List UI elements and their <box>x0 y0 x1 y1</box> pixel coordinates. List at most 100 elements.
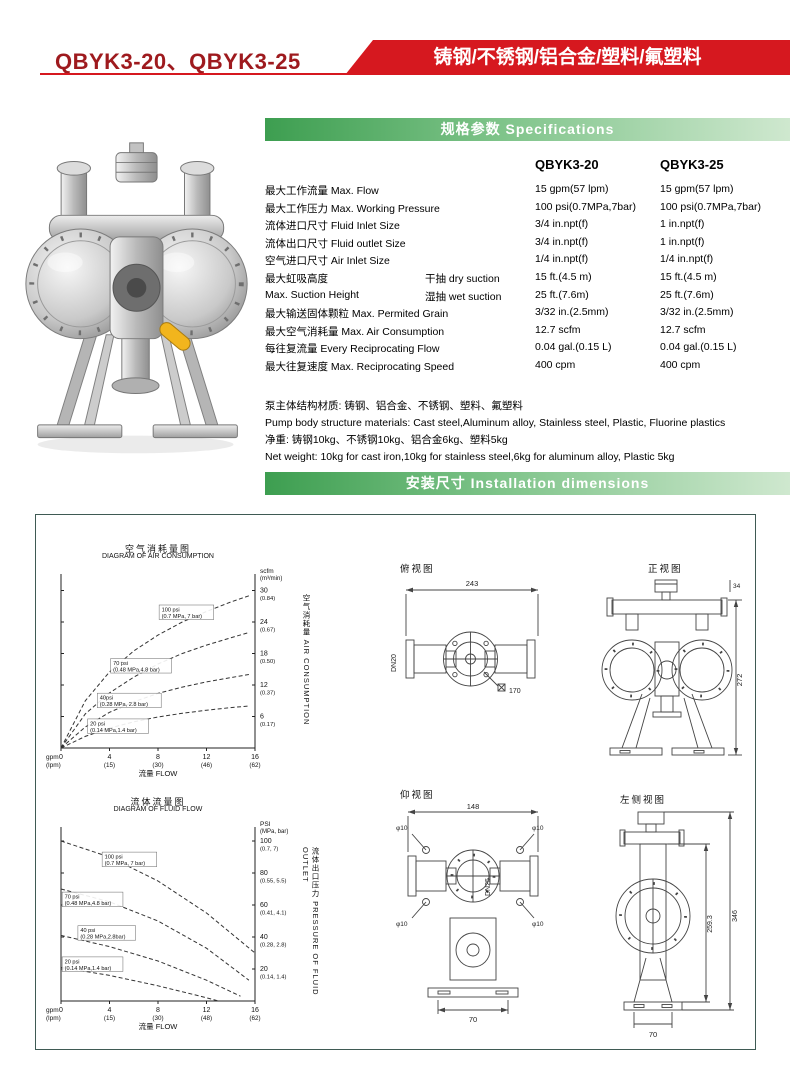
spec-label: 最大空气消耗量 Max. Air Consumption <box>265 325 445 338</box>
svg-text:0: 0 <box>59 754 63 761</box>
spec-label: 流体进口尺寸 Fluid Inlet Size <box>265 220 400 233</box>
spec-value-1: 12.7 scfm <box>535 323 581 336</box>
svg-text:40: 40 <box>260 934 268 941</box>
dim-label: 148 <box>467 802 480 811</box>
note-line: 泵主体结构材质: 铸钢、铝合金、不锈钢、塑料、氟塑料 <box>265 400 523 412</box>
bottom-view-label: 仰视图 <box>400 790 435 801</box>
spec-value-1: 1/4 in.npt(f) <box>535 253 589 266</box>
note-line: Pump body structure materials: Cast stee… <box>265 417 726 429</box>
svg-text:(0.28 MPa, 2.8 bar): (0.28 MPa, 2.8 bar) <box>100 702 148 708</box>
svg-text:4: 4 <box>108 1007 112 1014</box>
spec-label: 空气进口尺寸 Air Inlet Size <box>265 255 390 268</box>
front-view-label: 正视图 <box>648 564 683 575</box>
pump-muffler <box>115 142 158 183</box>
spec-value-2: 0.04 gal.(0.15 L) <box>660 341 737 354</box>
svg-text:(62): (62) <box>249 1015 260 1022</box>
pump-shadow <box>37 435 234 454</box>
svg-text:(15): (15) <box>104 1015 115 1022</box>
svg-text:24: 24 <box>260 619 268 626</box>
dim-label: 70 <box>469 1015 477 1024</box>
dim-label: 70 <box>649 1030 657 1039</box>
product-photo <box>25 142 248 454</box>
dim-label: DN25 <box>485 878 492 896</box>
spec-label: 最大工作压力 Max. Working Pressure <box>265 202 440 215</box>
svg-text:70 psi: 70 psi <box>65 895 80 901</box>
pump-outlet-flange <box>111 377 160 395</box>
dim-label: φ10 <box>532 825 544 832</box>
spec-value-2: 1 in.npt(f) <box>660 235 705 248</box>
left-view-drawing: 259.3 346 70 <box>615 811 739 1039</box>
spec-notes: 泵主体结构材质: 铸钢、铝合金、不锈钢、塑料、氟塑料 Pump body str… <box>265 398 725 466</box>
spec-value-2: 15 ft.(4.5 m) <box>660 270 717 283</box>
dim-label: φ10 <box>396 921 408 928</box>
svg-text:100: 100 <box>260 838 272 845</box>
svg-text:gpm: gpm <box>46 1007 59 1014</box>
svg-text:(46): (46) <box>201 762 212 769</box>
svg-text:(0.17): (0.17) <box>260 722 275 728</box>
specs-section-banner: 规格参数 Specifications <box>265 118 790 141</box>
spec-label: 最大往复速度 Max. Reciprocating Speed <box>265 360 455 373</box>
spec-value-1: 15 ft.(4.5 m) <box>535 270 592 283</box>
svg-text:(30): (30) <box>152 762 163 769</box>
pump-inlet-pipes <box>56 160 215 222</box>
chart-title: 空气消耗量图 <box>124 544 191 554</box>
header-rule <box>40 72 347 75</box>
spec-table: QBYK3-20 QBYK3-25 最大工作流量 Max. Flow 15 gpm… <box>265 155 790 463</box>
column-header-qbyk3-20: QBYK3-20 <box>535 157 599 172</box>
pump-feet <box>37 424 238 439</box>
install-section-banner: 安装尺寸 Installation dimensions <box>265 472 790 495</box>
svg-text:20 psi: 20 psi <box>90 721 105 727</box>
svg-text:40psi: 40psi <box>100 696 113 702</box>
chart-right-label: 流体出口压力 PRESSURE OF FLUID OUTLET <box>301 847 320 996</box>
front-view-drawing: 272 34 <box>601 579 744 756</box>
table-row: Max. Suction Height 湿抽 wet suction 25 ft.(… <box>265 287 790 305</box>
svg-text:(0.14, 1.4): (0.14, 1.4) <box>260 975 286 981</box>
spec-value-1: 15 gpm(57 lpm) <box>535 183 609 195</box>
svg-text:流量 FLOW: 流量 FLOW <box>139 1021 179 1031</box>
svg-text:(0.7 MPa, 7 bar): (0.7 MPa, 7 bar) <box>105 861 146 867</box>
svg-text:20 psi: 20 psi <box>65 959 80 965</box>
column-header-qbyk3-25: QBYK3-25 <box>660 157 724 172</box>
svg-text:(0.7 MPa, 7 bar): (0.7 MPa, 7 bar) <box>162 614 203 620</box>
svg-text:100 psi: 100 psi <box>162 608 180 614</box>
svg-text:8: 8 <box>156 754 160 761</box>
svg-text:(0.14 MPa,1.4 bar): (0.14 MPa,1.4 bar) <box>90 728 137 734</box>
pump-legs <box>56 329 219 426</box>
dim-label: 170 <box>509 688 521 695</box>
dim-label: φ10 <box>532 921 544 928</box>
svg-text:(30): (30) <box>152 1015 163 1022</box>
svg-text:(0.41, 4.1): (0.41, 4.1) <box>260 911 286 917</box>
spec-value-2: 25 ft.(7.6m) <box>660 288 714 301</box>
svg-text:PSI: PSI <box>260 821 271 828</box>
spec-label: 最大虹吸高度 <box>265 272 328 285</box>
svg-text:(0.37): (0.37) <box>260 691 275 697</box>
top-view-label: 俯视图 <box>400 564 435 575</box>
spec-value-1: 100 psi(0.7MPa,7bar) <box>535 200 636 213</box>
spec-label: 最大工作流量 Max. Flow <box>265 185 379 197</box>
svg-text:12: 12 <box>203 1007 211 1014</box>
svg-text:(lpm): (lpm) <box>46 1015 61 1022</box>
svg-text:0: 0 <box>59 1007 63 1014</box>
spec-value-1: 400 cpm <box>535 358 576 371</box>
chart-subtitle: DIAGRAM OF AIR CONSUMPTION <box>101 553 214 560</box>
svg-text:(m³/min): (m³/min) <box>260 576 282 582</box>
pump-right-chamber <box>137 228 248 340</box>
svg-text:30: 30 <box>260 588 268 595</box>
note-line: 净重: 铸钢10kg、不锈钢10kg、铝合金6kg、塑料5kg <box>265 434 508 446</box>
svg-text:(0.28 MPa,2.8bar): (0.28 MPa,2.8bar) <box>80 935 125 941</box>
spec-sublabel: 湿抽 wet suction <box>425 290 502 303</box>
dim-label: 346 <box>732 910 739 922</box>
spec-label: 流体出口尺寸 Fluid outlet Size <box>265 237 406 250</box>
spec-value-1: 25 ft.(7.6m) <box>535 288 589 301</box>
spec-label: Max. Suction Height <box>265 288 359 301</box>
